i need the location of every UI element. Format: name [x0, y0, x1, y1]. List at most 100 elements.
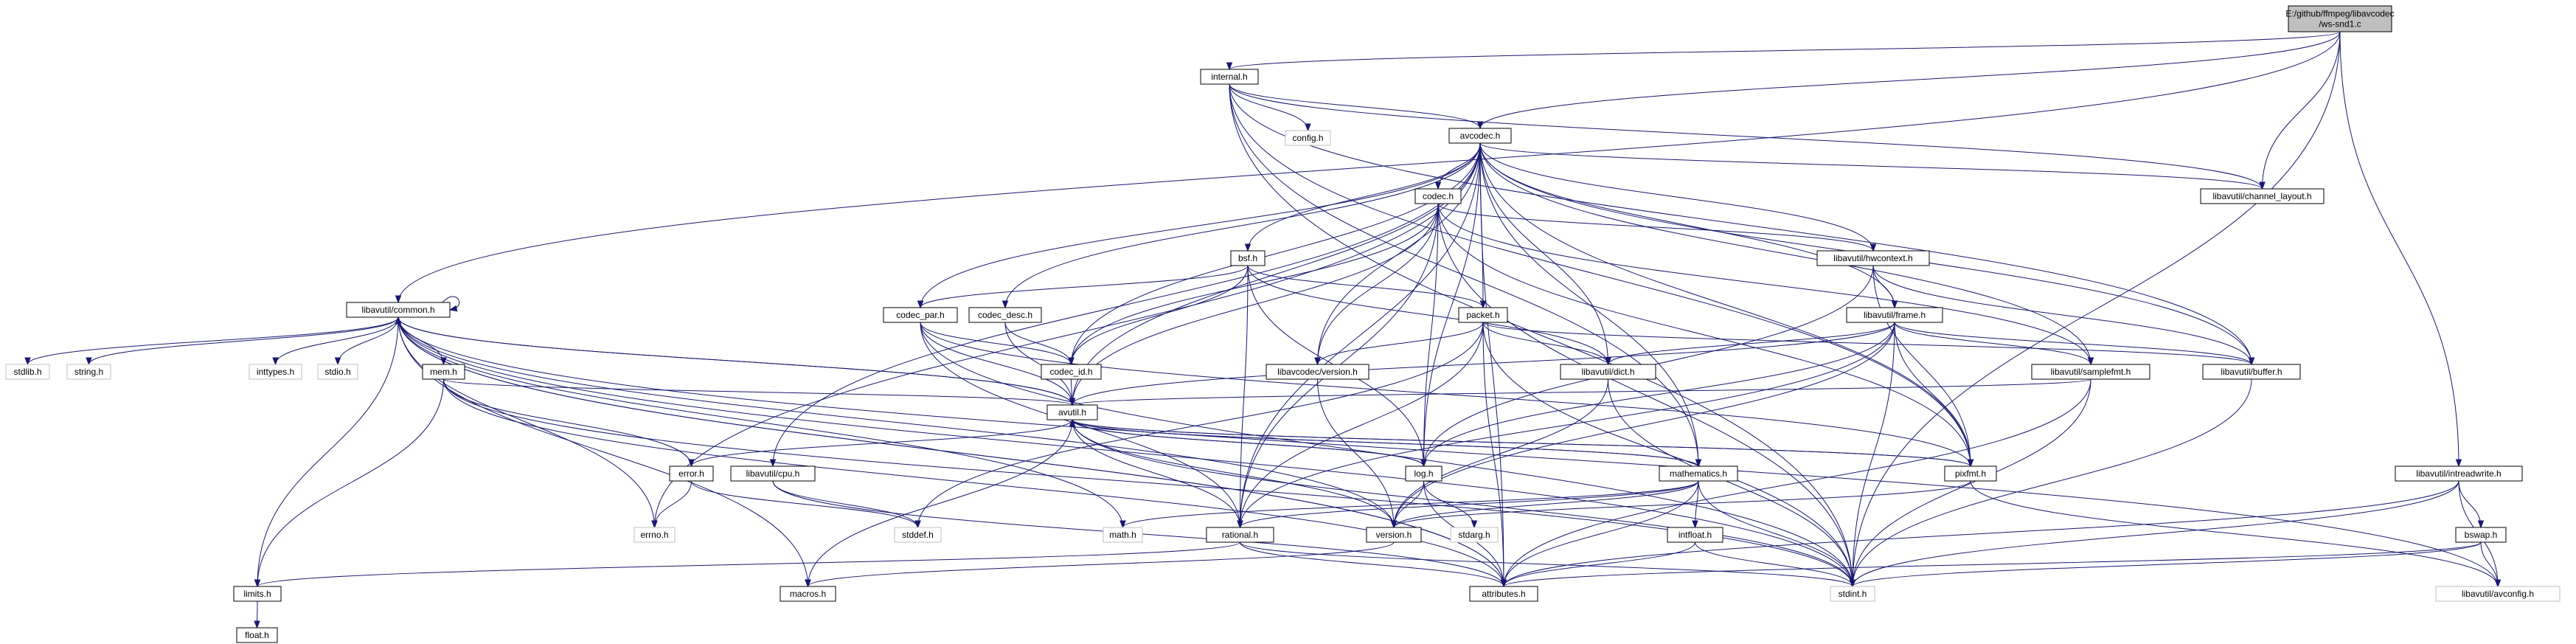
- node-inttypes[interactable]: inttypes.h: [249, 364, 302, 380]
- node-stdarg[interactable]: stdarg.h: [1450, 527, 1499, 543]
- edge-line: [1317, 142, 1481, 365]
- edge-line: [1072, 378, 2091, 406]
- node-box: [1667, 527, 1723, 543]
- node-internal[interactable]: internal.h: [1200, 69, 1259, 85]
- node-errno[interactable]: errno.h: [633, 527, 676, 543]
- edge-arrowhead: [1695, 459, 1702, 468]
- node-label: libavutil/buffer.h: [2221, 367, 2282, 377]
- edge-common-to-inttypes: [272, 316, 399, 366]
- node-string[interactable]: string.h: [66, 364, 111, 380]
- node-math[interactable]: math.h: [1103, 527, 1143, 543]
- node-label: mem.h: [430, 367, 457, 377]
- node-box: [1830, 586, 1875, 602]
- edge-frame-to-dict: [1605, 322, 1895, 366]
- node-rational[interactable]: rational.h: [1206, 527, 1274, 543]
- node-codec-id[interactable]: codec_id.h: [1041, 364, 1102, 380]
- edge-packet-to-rational: [1237, 322, 1484, 529]
- node-box: [1458, 307, 1508, 323]
- node-macros[interactable]: macros.h: [780, 586, 836, 602]
- edge-bswap-to-avconfig: [2480, 541, 2502, 588]
- edge-cpu-to-stddef: [772, 480, 921, 529]
- node-box: [1041, 364, 1102, 380]
- edge-line: [1503, 480, 2459, 587]
- edge-line: [1247, 265, 1484, 308]
- node-avcodec[interactable]: avcodec.h: [1448, 128, 1512, 144]
- node-box: [1103, 527, 1143, 543]
- edge-arrowhead: [2248, 357, 2255, 366]
- node-intreadwrite[interactable]: libavutil/intreadwrite.h: [2395, 465, 2523, 482]
- edge-line: [1240, 541, 1853, 587]
- node-pixfmt[interactable]: pixfmt.h: [1944, 465, 1997, 482]
- node-cpu[interactable]: libavutil/cpu.h: [730, 465, 816, 482]
- edge-line: [920, 142, 1481, 308]
- node-codec-desc[interactable]: codec_desc.h: [968, 307, 1042, 323]
- edge-line: [1229, 83, 1308, 131]
- node-label: libavutil/samplefmt.h: [2051, 367, 2131, 377]
- node-label: stddef.h: [902, 530, 934, 540]
- node-config[interactable]: config.h: [1285, 130, 1331, 146]
- node-avutil[interactable]: avutil.h: [1046, 404, 1098, 420]
- node-samplefmt[interactable]: libavutil/samplefmt.h: [2031, 364, 2150, 380]
- edge-frame-to-avutil: [1069, 322, 1895, 406]
- node-common[interactable]: libavutil/common.h: [346, 302, 451, 318]
- edge-line: [1479, 142, 2263, 190]
- node-packet[interactable]: packet.h: [1458, 307, 1508, 323]
- node-float[interactable]: float.h: [236, 627, 278, 643]
- edge-internal-to-buffer: [1229, 83, 2255, 366]
- node-stdint[interactable]: stdint.h: [1830, 586, 1875, 602]
- node-stddef[interactable]: stddef.h: [894, 527, 942, 543]
- node-buffer[interactable]: libavutil/buffer.h: [2202, 364, 2301, 380]
- edge-codec_par-to-rational: [920, 322, 1243, 529]
- edge-line: [1071, 142, 1481, 365]
- edge-arrowhead: [395, 295, 402, 304]
- edge-line: [808, 541, 1395, 587]
- edge-arrowhead: [1119, 520, 1126, 529]
- edge-arrowhead: [688, 459, 695, 468]
- edge-bswap-to-attributes: [1500, 541, 2482, 588]
- edge-avcodec-to-codec_par: [917, 142, 1481, 309]
- node-label: error.h: [678, 468, 704, 479]
- edge-line: [920, 265, 1249, 308]
- node-libavcodec-version[interactable]: libavcodec/version.h: [1266, 364, 1369, 380]
- node-hwcontext[interactable]: libavutil/hwcontext.h: [1816, 250, 1930, 266]
- edge-line: [397, 316, 2499, 587]
- edge-pixfmt-to-avconfig: [1970, 480, 2502, 588]
- node-frame[interactable]: libavutil/frame.h: [1846, 307, 1943, 323]
- edge-line: [1437, 203, 2091, 365]
- node-stdio[interactable]: stdio.h: [317, 364, 358, 380]
- node-box: [1046, 404, 1098, 420]
- node-bsf[interactable]: bsf.h: [1230, 250, 1266, 266]
- node-box: [2031, 364, 2150, 380]
- node-bswap[interactable]: bswap.h: [2455, 527, 2507, 543]
- node-attributes[interactable]: attributes.h: [1469, 586, 1538, 602]
- node-dict[interactable]: libavutil/dict.h: [1560, 364, 1656, 380]
- edge-hwcontext-to-pixfmt: [1872, 265, 1974, 468]
- node-log[interactable]: log.h: [1405, 465, 1443, 482]
- node-limits[interactable]: limits.h: [233, 586, 282, 602]
- node-mem[interactable]: mem.h: [422, 364, 465, 380]
- edge-line: [88, 316, 399, 365]
- node-stdlib[interactable]: stdlib.h: [5, 364, 50, 380]
- edge-line: [397, 316, 655, 528]
- node-version[interactable]: version.h: [1366, 527, 1422, 543]
- edge-arrowhead: [1068, 357, 1075, 366]
- node-root: E:/github/ffmpeg/libavcodec/ws-snd1.c: [2285, 5, 2395, 32]
- node-error[interactable]: error.h: [669, 465, 714, 482]
- node-avconfig[interactable]: libavutil/avconfig.h: [2435, 586, 2561, 602]
- edge-mem-to-error: [443, 378, 695, 468]
- node-codec-par[interactable]: codec_par.h: [883, 307, 958, 323]
- edge-line: [1852, 378, 2252, 587]
- node-codec[interactable]: codec.h: [1414, 188, 1462, 204]
- edge-arrowhead: [1069, 418, 1076, 427]
- node-label: libavutil/dict.h: [1581, 367, 1634, 377]
- node-channel-layout[interactable]: libavutil/channel_layout.h: [2200, 188, 2325, 204]
- node-box: [249, 364, 302, 380]
- node-label: string.h: [74, 367, 103, 377]
- node-mathematics[interactable]: mathematics.h: [1659, 465, 1738, 482]
- edge-internal-to-config: [1229, 83, 1311, 132]
- node-intfloat[interactable]: intfloat.h: [1667, 527, 1723, 543]
- node-label: codec_id.h: [1049, 367, 1092, 377]
- edge-line: [917, 322, 1484, 528]
- edge-internal-to-avcodec: [1229, 83, 1484, 130]
- edge-error-to-stddef: [691, 480, 921, 529]
